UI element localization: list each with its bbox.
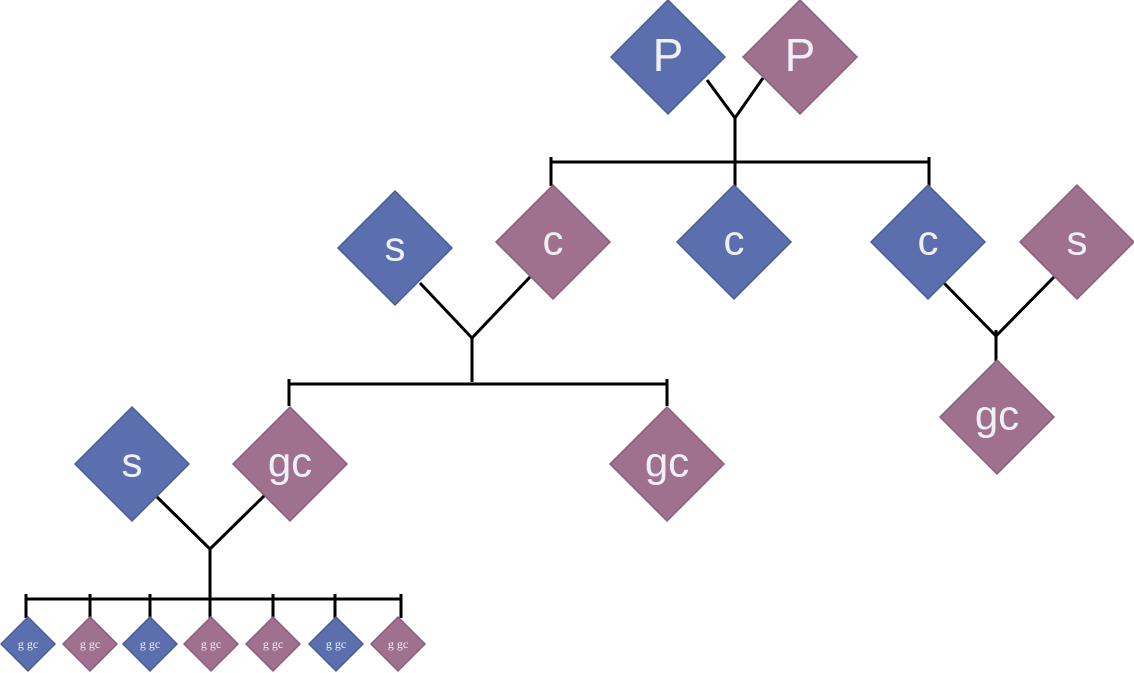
spouse-3-node: s (73, 405, 191, 523)
parent-2-label: P (785, 29, 816, 81)
great-grandchild-7-diamond (369, 615, 427, 673)
spouse-2-node: s (1018, 183, 1134, 301)
couple-link (994, 275, 1056, 338)
spouse-1-diamond (336, 189, 454, 307)
couple-link (155, 495, 212, 551)
great-grandchild-5-label: g gc (263, 637, 283, 651)
child-2-label: c (724, 217, 745, 264)
great-grandchild-4-node: g gc (182, 615, 240, 673)
parent-1-label: P (653, 29, 684, 81)
child-1-diamond (494, 183, 612, 301)
spouse-1-label: s (385, 223, 406, 270)
child-3-diamond (869, 183, 987, 301)
great-grandchild-2-diamond (61, 615, 119, 673)
spouse-2-label: s (1067, 217, 1088, 264)
couple-link (470, 275, 532, 340)
spouse-3-label: s (122, 439, 143, 486)
child-1-node: c (494, 183, 612, 301)
grandchild-1-label: gc (268, 439, 312, 486)
great-grandchild-3-label: g gc (140, 637, 160, 651)
great-grandchild-5-node: g gc (244, 615, 302, 673)
great-grandchild-4-label: g gc (201, 637, 221, 651)
great-grandchild-2-node: g gc (61, 615, 119, 673)
grandchild-3-node: gc (938, 358, 1056, 476)
child-2-node: c (675, 183, 793, 301)
couple-link (942, 281, 998, 338)
spouse-2-diamond (1018, 183, 1134, 301)
couple-link (705, 79, 737, 119)
grandchild-3-label: gc (975, 392, 1019, 439)
grandchild-2-diamond (608, 405, 726, 523)
grandchild-1-node: gc (231, 405, 349, 523)
parent-2-diamond (741, 0, 859, 116)
great-grandchild-1-node: g gc (0, 615, 57, 673)
spouse-3-diamond (73, 405, 191, 523)
great-grandchild-3-diamond (121, 615, 179, 673)
child-1-label: c (543, 217, 564, 264)
child-2-diamond (675, 183, 793, 301)
great-grandchild-4-diamond (182, 615, 240, 673)
grandchild-2-label: gc (645, 439, 689, 486)
spouse-1-node: s (336, 189, 454, 307)
couple-link (208, 493, 267, 551)
parent-2-node: P (741, 0, 859, 116)
great-grandchild-7-label: g gc (388, 637, 408, 651)
great-grandchild-1-label: g gc (18, 637, 38, 651)
parent-1-diamond (609, 0, 727, 116)
couple-link (418, 281, 474, 340)
grandchild-1-diamond (231, 405, 349, 523)
child-3-node: c (869, 183, 987, 301)
grandchild-2-node: gc (608, 405, 726, 523)
connector-lines (24, 77, 1056, 618)
great-grandchild-3-node: g gc (121, 615, 179, 673)
parent-1-node: P (609, 0, 727, 116)
great-grandchild-7-node: g gc (369, 615, 427, 673)
great-grandchild-6-label: g gc (326, 637, 346, 651)
great-grandchild-6-node: g gc (307, 615, 365, 673)
great-grandchild-5-diamond (244, 615, 302, 673)
couple-link (733, 77, 765, 119)
great-grandchild-1-diamond (0, 615, 57, 673)
great-grandchild-6-diamond (307, 615, 365, 673)
great-grandchild-2-label: g gc (80, 637, 100, 651)
grandchild-3-diamond (938, 358, 1056, 476)
child-3-label: c (918, 217, 939, 264)
